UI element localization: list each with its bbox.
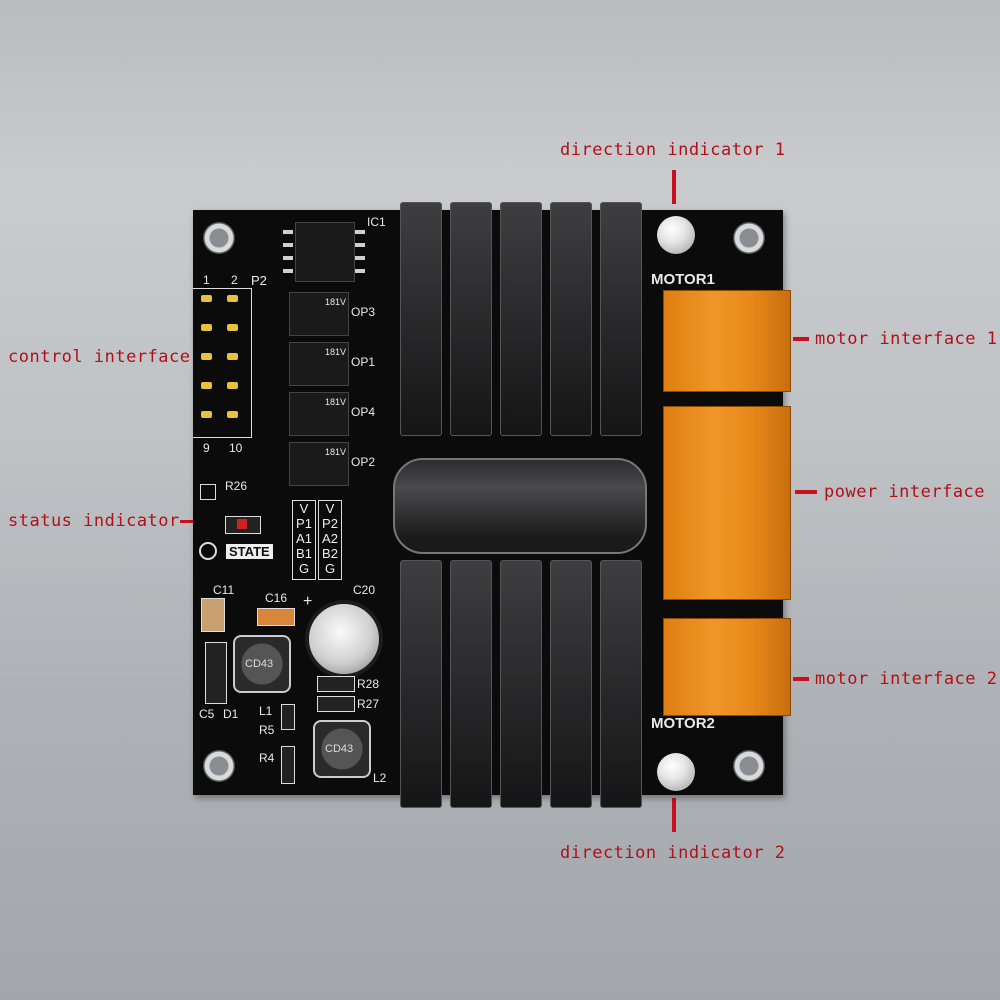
callout-status-indicator: status indicator <box>8 511 180 531</box>
p2-label: P2 <box>251 273 267 288</box>
r27-label: R27 <box>357 697 380 711</box>
l1-component <box>281 704 295 730</box>
bulk-capacitor <box>393 458 647 554</box>
r4-resistor <box>281 746 295 784</box>
direction-led-2 <box>657 753 695 791</box>
callout-pointer-power <box>795 490 817 494</box>
d1-diode <box>205 642 227 704</box>
r28-resistor <box>317 676 355 692</box>
motor1-label: MOTOR1 <box>651 271 715 288</box>
r28-label: R28 <box>357 677 380 691</box>
inductor-cd43-2 <box>313 720 371 778</box>
callout-motor-interface-1: motor interface 1 <box>815 329 998 349</box>
c11-label: C11 <box>213 583 235 597</box>
callout-pointer-motor-1 <box>793 337 809 341</box>
callout-power-interface: power interface <box>824 482 986 502</box>
motor2-label: MOTOR2 <box>651 715 715 732</box>
mounting-hole-bottom-right <box>733 750 765 782</box>
mounting-hole-top-left <box>203 222 235 254</box>
c20-plus: + <box>303 593 313 610</box>
r27-resistor <box>317 696 355 712</box>
c5-label: C5 <box>199 707 215 721</box>
test-pad <box>199 542 217 560</box>
callout-direction-indicator-1: direction indicator 1 <box>560 140 786 160</box>
callout-direction-indicator-2: direction indicator 2 <box>560 843 786 863</box>
callout-control-interface: control interface <box>8 347 191 367</box>
optocoupler-op4 <box>289 392 349 436</box>
p2-pin10-label: 10 <box>229 441 243 455</box>
p2-header-outline <box>193 288 252 438</box>
p2-pin9-label: 9 <box>203 441 210 455</box>
optocoupler-op2 <box>289 442 349 486</box>
d1-label: D1 <box>223 707 239 721</box>
callout-pointer-direction-2 <box>672 798 676 832</box>
r5-label: R5 <box>259 723 275 737</box>
ic1-label: IC1 <box>367 215 386 229</box>
motor-interface-2-terminal <box>663 618 791 716</box>
mounting-hole-bottom-left <box>203 750 235 782</box>
power-interface-terminal <box>663 406 791 600</box>
c16-label: C16 <box>265 591 288 605</box>
heatsink-bottom <box>400 560 642 810</box>
r26-label: R26 <box>225 479 248 493</box>
motor-interface-1-terminal <box>663 290 791 392</box>
op4-label: OP4 <box>351 405 376 419</box>
direction-led-1 <box>657 216 695 254</box>
mounting-hole-top-right <box>733 222 765 254</box>
l1-label: L1 <box>259 704 273 718</box>
optocoupler-op1 <box>289 342 349 386</box>
motor-driver-board: IC1 P2 1 2 9 10 OP3 181V OP1 181V OP4 18… <box>193 202 791 808</box>
status-led <box>237 519 247 529</box>
test-pad <box>200 484 216 500</box>
op2-label: OP2 <box>351 455 376 469</box>
c11-capacitor <box>201 598 225 632</box>
ic1-chip <box>295 222 355 282</box>
optocoupler-op3 <box>289 292 349 336</box>
header-pin <box>201 295 212 302</box>
inductor-cd43-1 <box>233 635 291 693</box>
c20-electrolytic-capacitor <box>305 600 383 678</box>
callout-pointer-direction-1 <box>672 170 676 204</box>
c20-label: C20 <box>353 583 376 597</box>
op3-label: OP3 <box>351 305 376 319</box>
c16-capacitor <box>257 608 295 626</box>
p2-pin1-label: 1 <box>203 273 210 287</box>
r4-label: R4 <box>259 751 275 765</box>
l2-label: L2 <box>373 771 387 785</box>
callout-motor-interface-2: motor interface 2 <box>815 669 998 689</box>
state-label: STATE <box>226 544 273 559</box>
p2-pin2-label: 2 <box>231 273 238 287</box>
callout-pointer-motor-2 <box>793 677 809 681</box>
op1-label: OP1 <box>351 355 376 369</box>
heatsink-top <box>400 202 642 442</box>
